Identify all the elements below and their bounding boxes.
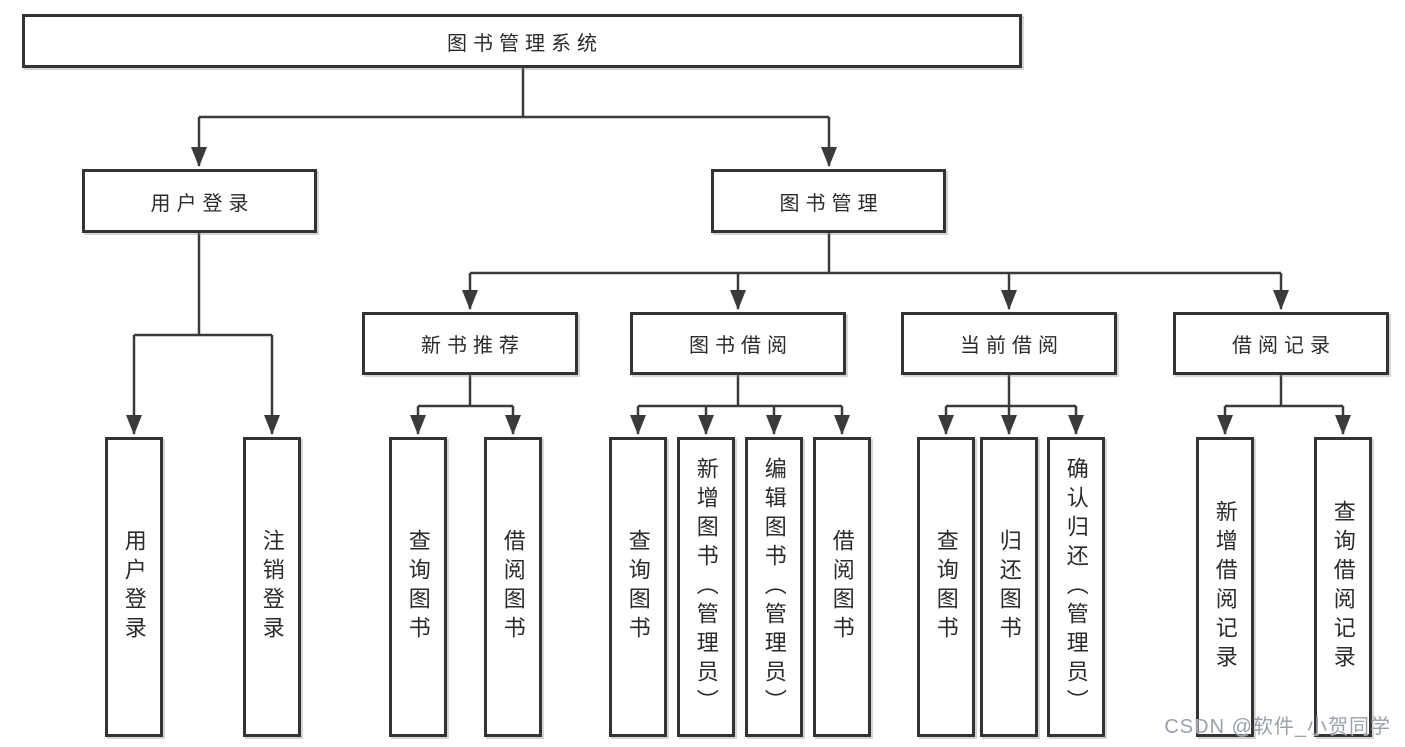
leaf-borrow-books-recommend: 借阅图书 — [484, 437, 542, 737]
leaf-query-borrow-record: 查询借阅记录 — [1314, 437, 1372, 737]
node-user-login: 用户登录 — [82, 169, 317, 233]
node-borrow-records-label: 借阅记录 — [1232, 335, 1336, 357]
leaf-query-books-recommend-label: 查询图书 — [405, 529, 431, 645]
leaf-query-books-current-label: 查询图书 — [933, 529, 959, 645]
leaf-user-login-label: 用户登录 — [121, 529, 147, 645]
leaf-add-borrow-record: 新增借阅记录 — [1196, 437, 1254, 737]
node-new-book-recommend-label: 新书推荐 — [421, 335, 525, 357]
leaf-edit-book-admin: 编辑图书（管理员） — [745, 437, 803, 737]
node-user-login-label: 用户登录 — [150, 192, 255, 215]
leaf-query-books-current: 查询图书 — [917, 437, 975, 737]
leaf-edit-book-admin-label: 编辑图书（管理员） — [761, 456, 787, 718]
node-new-book-recommend: 新书推荐 — [362, 312, 578, 375]
node-book-management-label: 图书管理 — [779, 192, 884, 215]
leaf-confirm-return-admin: 确认归还（管理员） — [1047, 437, 1105, 737]
node-book-borrow-label: 图书借阅 — [689, 335, 793, 357]
leaf-user-login: 用户登录 — [105, 437, 163, 737]
node-current-borrow: 当前借阅 — [901, 312, 1117, 375]
leaf-query-books-recommend: 查询图书 — [389, 437, 447, 737]
node-root-label: 图书管理系统 — [447, 32, 603, 55]
leaf-query-books-borrow: 查询图书 — [609, 437, 667, 737]
leaf-return-books: 归还图书 — [980, 437, 1038, 737]
leaf-borrow-books-label: 借阅图书 — [829, 529, 855, 645]
leaf-logout-label: 注销登录 — [259, 529, 285, 645]
leaf-borrow-books-recommend-label: 借阅图书 — [500, 529, 526, 645]
node-book-borrow: 图书借阅 — [630, 312, 846, 375]
node-borrow-records: 借阅记录 — [1173, 312, 1389, 375]
watermark: CSDN @软件_小贺同学 — [1164, 716, 1391, 738]
leaf-query-books-borrow-label: 查询图书 — [625, 529, 651, 645]
leaf-borrow-books: 借阅图书 — [813, 437, 871, 737]
node-root: 图书管理系统 — [22, 14, 1022, 68]
leaf-add-book-admin-label: 新增图书（管理员） — [693, 456, 719, 718]
leaf-logout: 注销登录 — [243, 437, 301, 737]
leaf-confirm-return-admin-label: 确认归还（管理员） — [1063, 456, 1089, 718]
node-book-management: 图书管理 — [711, 169, 946, 233]
node-current-borrow-label: 当前借阅 — [960, 335, 1064, 357]
leaf-add-borrow-record-label: 新增借阅记录 — [1212, 500, 1238, 674]
leaf-return-books-label: 归还图书 — [996, 529, 1022, 645]
leaf-query-borrow-record-label: 查询借阅记录 — [1330, 500, 1356, 674]
leaf-add-book-admin: 新增图书（管理员） — [677, 437, 735, 737]
